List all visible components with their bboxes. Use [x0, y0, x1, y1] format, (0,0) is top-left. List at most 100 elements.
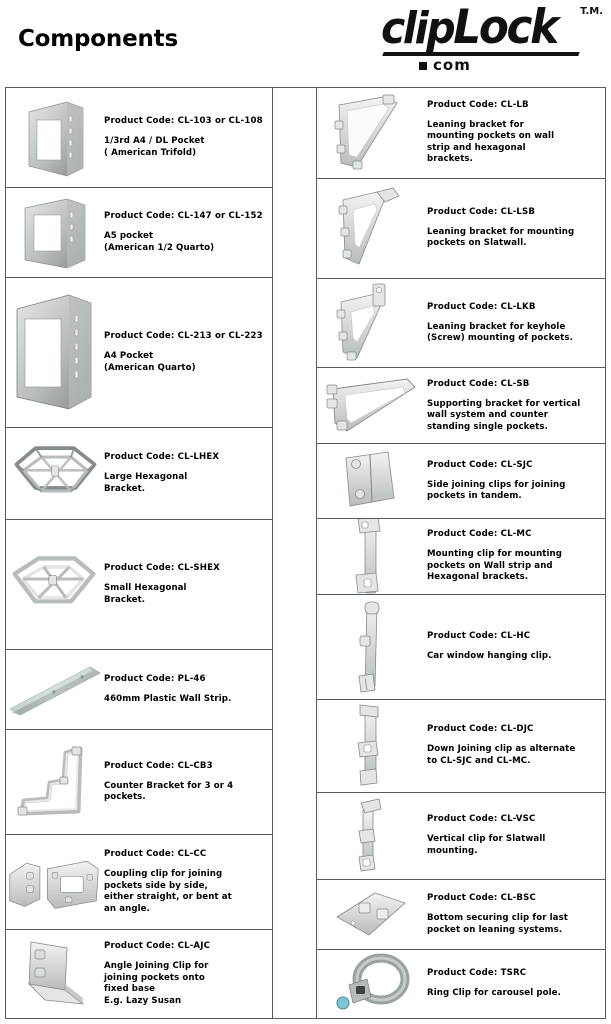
coupling-clip-icon	[6, 835, 102, 929]
component-text: Product Code: CL-LB Leaning bracket for m…	[425, 100, 605, 166]
logo-wordmark: clipLock	[381, 3, 559, 54]
product-code: Product Code: CL-BSC	[427, 893, 536, 904]
component-row[interactable]: Product Code: CL-SJC Side joining clips f…	[317, 444, 605, 520]
product-code: Product Code: PL-46	[104, 673, 206, 684]
component-text: Product Code: CL-147 or CL-152 A5 pocket …	[102, 211, 272, 254]
product-description: Coupling clip for joining pockets side b…	[104, 869, 232, 914]
vertical-slatwall-clip-icon	[317, 793, 425, 880]
product-description: Supporting bracket for vertical wall sys…	[427, 398, 581, 432]
logo-underline	[382, 52, 580, 56]
counter-bracket-icon	[6, 730, 102, 834]
product-code: Product Code: TSRC	[427, 968, 527, 979]
component-row[interactable]: Product Code: CL-VSC Vertical clip for Sl…	[317, 792, 605, 881]
product-code: Product Code: CL-LB	[427, 99, 529, 110]
component-row[interactable]: Product Code: CL-HC Car window hanging cl…	[317, 594, 605, 700]
pocket-small-icon	[6, 88, 102, 187]
product-description: Down Joining clip as alternate to CL-SJC…	[427, 744, 576, 766]
product-code: Product Code: CL-MC	[427, 529, 532, 540]
component-text: Product Code: TSRC Ring Clip for carousel…	[425, 968, 605, 1000]
component-row[interactable]: Product Code: CL-LKB Leaning bracket for …	[317, 278, 605, 369]
product-code: Product Code: CL-AJC	[104, 941, 211, 951]
product-description: A5 pocket (American 1/2 Quarto)	[104, 231, 215, 253]
component-row[interactable]: Product Code: CL-DJC Down Joining clip as…	[317, 699, 605, 793]
component-text: Product Code: CL-MC Mounting clip for mou…	[425, 529, 605, 584]
product-description: Vertical clip for Slatwall mounting.	[427, 834, 546, 856]
page-title: Components	[18, 26, 178, 52]
component-text: Product Code: CL-CC Coupling clip for joi…	[102, 849, 272, 915]
product-description: Car window hanging clip.	[427, 651, 552, 662]
product-code: Product Code: CL-LHEX	[104, 452, 220, 462]
component-row[interactable]: Product Code: CL-MC Mounting clip for mou…	[317, 519, 605, 595]
leaning-keyhole-bracket-icon	[317, 279, 425, 368]
down-joining-clip-icon	[317, 700, 425, 792]
logo-word-clip: clip	[381, 3, 456, 54]
product-code: Product Code: CL-DJC	[427, 724, 534, 735]
product-code: Product Code: CL-CC	[104, 849, 207, 859]
product-code: Product Code: CL-103 or CL-108	[104, 116, 263, 126]
product-description: Small Hexagonal Bracket.	[104, 583, 187, 605]
column-gap	[273, 87, 316, 1019]
product-description: Bottom securing clip for last pocket on …	[427, 913, 568, 935]
component-text: Product Code: CL-VSC Vertical clip for Sl…	[425, 814, 605, 857]
product-code: Product Code: CL-LKB	[427, 301, 536, 312]
supporting-bracket-icon	[317, 368, 425, 443]
leaning-bracket-icon	[317, 88, 425, 178]
hanging-clip-icon	[317, 595, 425, 699]
component-text: Product Code: CL-BSC Bottom securing clip…	[425, 893, 605, 936]
component-row[interactable]: Product Code: TSRC Ring Clip for carousel…	[317, 950, 605, 1019]
product-code: Product Code: CL-HC	[427, 631, 531, 642]
component-text: Product Code: CL-LHEX Large Hexagonal Bra…	[102, 452, 272, 495]
component-text: Product Code: CL-SJC Side joining clips f…	[425, 460, 605, 503]
product-code: Product Code: CL-LSB	[427, 206, 536, 217]
right-column: Product Code: CL-LB Leaning bracket for m…	[316, 87, 606, 1019]
product-description: Counter Bracket for 3 or 4 pockets.	[104, 780, 234, 803]
large-hexagonal-bracket-icon	[6, 428, 102, 519]
product-code: Product Code: CL-CB3	[104, 760, 213, 771]
product-description: Angle Joining Clip for joining pockets o…	[104, 961, 209, 1006]
component-row[interactable]: Product Code: CL-CC Coupling clip for joi…	[6, 835, 272, 930]
small-hexagonal-bracket-icon	[6, 520, 102, 649]
component-row[interactable]: Product Code: CL-AJC Angle Joining Clip f…	[6, 930, 272, 1018]
angle-joining-clip-icon	[6, 930, 102, 1018]
product-code: Product Code: CL-VSC	[427, 814, 536, 825]
product-description: Ring Clip for carousel pole.	[427, 988, 561, 999]
product-description: Leaning bracket for mounting pockets on …	[427, 226, 575, 249]
component-row[interactable]: Product Code: CL-LB Leaning bracket for m…	[317, 88, 605, 179]
component-text: Product Code: CL-AJC Angle Joining Clip f…	[102, 941, 272, 1007]
component-row[interactable]: Product Code: CL-LHEX Large Hexagonal Bra…	[6, 428, 272, 520]
component-row[interactable]: Product Code: CL-BSC Bottom securing clip…	[317, 880, 605, 951]
product-description: Mounting clip for mounting pockets on Wa…	[427, 549, 563, 583]
product-description: Leaning bracket for mounting pockets on …	[427, 119, 555, 165]
product-code: Product Code: CL-SJC	[427, 459, 533, 470]
bottom-securing-clip-icon	[317, 880, 425, 949]
product-code: Product Code: CL-147 or CL-152	[104, 211, 263, 221]
plastic-wall-strip-icon	[6, 650, 102, 729]
component-row[interactable]: Product Code: CL-147 or CL-152 A5 pocket …	[6, 188, 272, 278]
component-text: Product Code: CL-HC Car window hanging cl…	[425, 631, 605, 663]
component-row[interactable]: Product Code: CL-LSB Leaning bracket for …	[317, 178, 605, 279]
side-joining-clip-icon	[317, 444, 425, 518]
page-header: Components clipLock com T.M.	[0, 0, 611, 84]
component-text: Product Code: CL-LSB Leaning bracket for …	[425, 207, 605, 250]
product-description: Side joining clips for joining pockets i…	[427, 479, 566, 502]
logo-bullet-square-icon	[419, 62, 427, 70]
logo-trademark: T.M.	[580, 6, 603, 17]
logo-dotcom: com	[433, 56, 471, 74]
product-description: Leaning bracket for keyhole (Screw) moun…	[427, 321, 573, 344]
product-description: A4 Pocket (American Quarto)	[104, 351, 196, 373]
product-description: Large Hexagonal Bracket.	[104, 472, 188, 494]
